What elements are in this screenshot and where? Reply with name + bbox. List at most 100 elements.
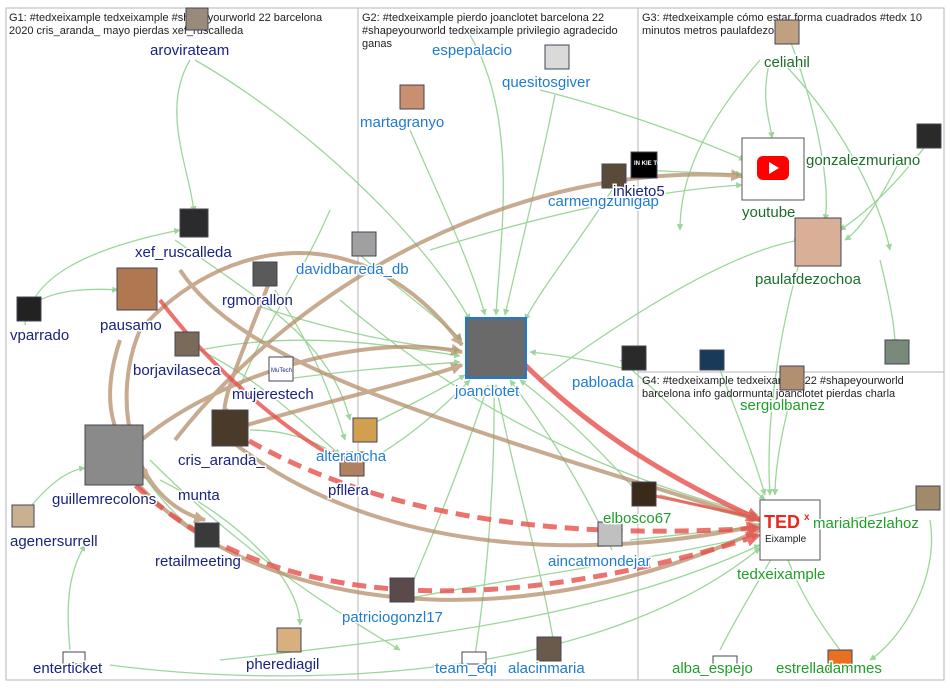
avatar[interactable] [827, 649, 853, 671]
avatar[interactable] [352, 417, 378, 443]
avatar[interactable] [794, 217, 842, 267]
avatar[interactable] [915, 485, 941, 511]
node-label-pherediagil[interactable]: pherediagil [245, 655, 321, 675]
node-label-rgmorallon[interactable]: rgmorallon [221, 291, 295, 311]
edge [619, 359, 766, 501]
node-label-pausamo[interactable]: pausamo [99, 316, 164, 336]
avatar[interactable] [630, 151, 658, 179]
node-label-patriciogonzl17[interactable]: patriciogonzl17 [341, 608, 445, 628]
node-label-retailmeeting[interactable]: retailmeeting [154, 552, 243, 572]
node-label-espepalacio[interactable]: espepalacio [431, 41, 514, 61]
node-label-celiahil[interactable]: celiahil [763, 53, 812, 73]
node-label-arovirateam[interactable]: arovirateam [149, 41, 231, 61]
avatar[interactable] [536, 636, 562, 662]
node-label-pabloada[interactable]: pabloada [571, 373, 636, 393]
node-label-borjavilaseca[interactable]: borjavilaseca [132, 361, 223, 381]
node-label-paulafdezochoa[interactable]: paulafdezochoa [754, 270, 864, 290]
play-triangle-icon [769, 162, 779, 174]
avatar[interactable] [276, 627, 302, 653]
node-label-cris_aranda_[interactable]: cris_aranda_ [177, 451, 267, 471]
node-label-sergiolbanez[interactable]: sergiolbanez [739, 396, 827, 416]
ted-subtitle: Eixample [765, 534, 807, 545]
edge [228, 427, 762, 537]
node-label-enterticket[interactable]: enterticket [32, 659, 105, 679]
edge [159, 479, 304, 626]
node-label-xef_ruscalleda[interactable]: xef_ruscalleda [134, 243, 234, 263]
edge [199, 349, 341, 456]
node-label-elbosco67[interactable]: elbosco67 [602, 509, 673, 529]
edge [719, 369, 767, 496]
edge [719, 551, 776, 651]
edge [199, 339, 461, 359]
avatar[interactable] [389, 577, 415, 603]
avatar[interactable] [351, 231, 377, 257]
avatar[interactable] [252, 261, 278, 287]
avatar[interactable] [699, 349, 725, 371]
node-label-team_eqi[interactable]: team_eqi [434, 659, 499, 679]
node-label-carmengzunigap[interactable]: carmengzunigap [547, 192, 661, 212]
avatar[interactable] [597, 521, 623, 547]
avatar[interactable] [399, 84, 425, 110]
node-label-mariahdezlahoz[interactable]: mariahdezlahoz [812, 514, 921, 534]
node-label-agenersurrell[interactable]: agenersurrell [9, 532, 100, 552]
edge [274, 289, 347, 441]
node-label-vparrado[interactable]: vparrado [9, 326, 71, 346]
avatar[interactable] [211, 409, 249, 447]
avatar[interactable] [62, 651, 86, 665]
group-g4-label-2: barcelona info gadormunta joanclotet pie… [642, 388, 896, 400]
node-label-joanclotet[interactable]: joanclotet [453, 382, 522, 402]
avatar[interactable] [185, 7, 209, 31]
node-label-alacinmaria[interactable]: alacinmaria [507, 659, 587, 679]
node-label-mujerestech[interactable]: mujerestech [231, 385, 316, 405]
node-label-munta[interactable]: munta [177, 486, 222, 506]
edge [783, 551, 841, 651]
edge [839, 139, 931, 231]
edge [279, 359, 461, 381]
edge [503, 94, 556, 316]
edge [228, 438, 762, 548]
avatar[interactable] [916, 123, 942, 149]
group-g3-label-2: minutos metros paulafdezochoa [642, 25, 799, 37]
edge [67, 544, 86, 651]
avatar[interactable] [16, 296, 42, 322]
node-label-gonzalezmuriano[interactable]: gonzalezmuriano [805, 151, 922, 171]
node-label-guillemrecolons[interactable]: guillemrecolons [51, 490, 158, 510]
avatar[interactable] [194, 522, 220, 548]
avatar[interactable] [884, 339, 910, 365]
node-label-pfllera[interactable]: pfllera [327, 481, 372, 501]
node-label-alterancha[interactable]: alterancha [315, 447, 389, 467]
avatar[interactable] [179, 208, 209, 238]
edge [824, 504, 916, 525]
edge [771, 399, 791, 496]
avatar[interactable] [544, 44, 570, 70]
node-label-youtube[interactable]: youtube [741, 203, 797, 223]
avatar[interactable] [174, 331, 200, 357]
tedx-logo[interactable]: TED x Eixample [759, 499, 821, 561]
avatar[interactable] [11, 504, 35, 528]
node-label-aincatmondejar[interactable]: aincatmondejar [547, 552, 653, 572]
avatar[interactable] [461, 651, 487, 665]
node-label-inkieto5[interactable]: inkieto5 [612, 182, 667, 202]
node-label-tedxeixample[interactable]: tedxeixample [736, 565, 827, 585]
node-label-quesitosgiver[interactable]: quesitosgiver [501, 73, 592, 93]
avatar[interactable] [84, 424, 144, 486]
node-avatars [11, 7, 942, 671]
avatar[interactable] [601, 163, 627, 189]
avatar[interactable] [339, 451, 365, 477]
node-label-davidbarreda_db[interactable]: davidbarreda_db [295, 260, 411, 280]
avatar[interactable] [774, 19, 800, 45]
youtube-logo[interactable] [741, 137, 805, 201]
node-label-martagranyo[interactable]: martagranyo [359, 113, 446, 133]
node-label-estrelladammes[interactable]: estrelladammes [775, 659, 884, 679]
avatar[interactable] [631, 481, 657, 507]
avatar[interactable] [712, 655, 738, 671]
edge [158, 298, 342, 462]
avatar[interactable] [116, 267, 158, 311]
avatar[interactable] [268, 356, 294, 382]
edge [109, 547, 761, 677]
avatar[interactable] [779, 365, 805, 391]
avatar[interactable] [621, 345, 647, 371]
node-label-alba_espejo[interactable]: alba_espejo [671, 659, 755, 679]
edge [524, 189, 613, 321]
avatar[interactable] [465, 317, 527, 379]
